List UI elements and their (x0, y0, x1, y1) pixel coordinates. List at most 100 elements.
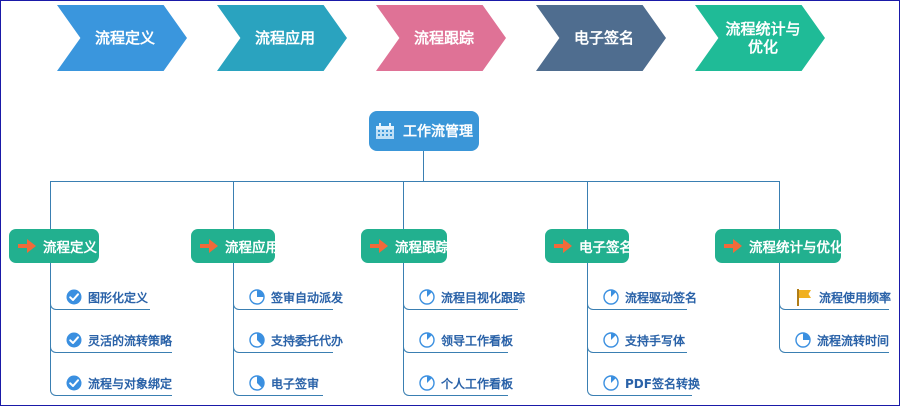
leaf-label: 流程使用频率 (819, 290, 892, 305)
progress-pie-icon (603, 332, 619, 348)
leaf-underline (409, 395, 508, 396)
branch-label: 流程跟踪 (395, 240, 449, 256)
process-step-label: 流程应用 (254, 29, 315, 47)
progress-pie-fill (257, 290, 264, 297)
check-circle-icon (66, 289, 82, 305)
progress-pie-fill (611, 376, 616, 383)
arrow-right-icon (370, 239, 388, 253)
leaf-underline (56, 352, 172, 353)
arrow-right-icon (724, 239, 742, 253)
leaf-label: 流程流转时间 (817, 333, 890, 348)
flag-icon (797, 289, 811, 306)
branch-node[interactable]: 流程定义 (9, 229, 99, 263)
progress-pie-fill (611, 290, 616, 297)
connector-line (403, 181, 404, 229)
progress-pie-fill (803, 333, 810, 340)
leaf-underline (239, 352, 333, 353)
arrow-right-icon (200, 239, 218, 253)
leaf-label: 支持委托代办 (271, 333, 344, 348)
progress-pie-fill (427, 333, 432, 340)
branch-label: 流程应用 (225, 240, 279, 256)
leaf-label: 图形化定义 (88, 290, 149, 305)
leaf-underline (785, 352, 889, 353)
progress-pie-icon (603, 375, 619, 391)
arrow-right-icon (554, 239, 572, 253)
leaf-label: 签审自动派发 (271, 290, 344, 305)
leaf-label: 领导工作看板 (441, 333, 514, 348)
leaf-item[interactable]: 电子签审 (249, 373, 319, 393)
leaf-item[interactable]: 图形化定义 (66, 287, 148, 307)
branch-node[interactable]: 电子签名 (545, 229, 633, 263)
leaf-item[interactable]: 领导工作看板 (419, 330, 513, 350)
branch-node[interactable]: 流程跟踪 (361, 229, 449, 263)
leaf-item[interactable]: 流程与对象绑定 (66, 373, 172, 393)
arrow-right-icon (18, 239, 36, 253)
leaf-underline (785, 309, 889, 310)
connector-line (779, 181, 780, 229)
check-circle-icon (66, 332, 82, 348)
root-label: 工作流管理 (403, 124, 473, 140)
leaf-underline (56, 309, 150, 310)
leaf-underline (239, 395, 323, 396)
leaf-item[interactable]: PDF签名转换 (603, 373, 700, 393)
leaf-item[interactable]: 个人工作看板 (419, 373, 513, 393)
progress-pie-fill (257, 376, 264, 388)
process-step-apply: 流程应用 (217, 5, 347, 71)
leaf-underline (409, 309, 518, 310)
leaf-label: PDF签名转换 (625, 376, 700, 391)
progress-pie-fill (427, 376, 432, 383)
connector-line (423, 151, 424, 181)
leaf-item[interactable]: 流程使用频率 (795, 287, 891, 307)
process-step-label: 流程跟踪 (413, 29, 474, 47)
process-step-label: 电子签名 (573, 29, 634, 47)
leaf-item[interactable]: 流程驱动签名 (603, 287, 697, 307)
connector-line (233, 181, 234, 229)
leaf-item[interactable]: 支持委托代办 (249, 330, 343, 350)
progress-pie-fill (611, 333, 616, 340)
connector-line (779, 263, 788, 353)
process-step-esign: 电子签名 (536, 5, 666, 71)
progress-pie-icon (249, 332, 265, 348)
leaf-item[interactable]: 灵活的流转策略 (66, 330, 172, 350)
connector-line (587, 263, 596, 396)
root-node[interactable]: 工作流管理 (369, 111, 479, 151)
leaf-label: 电子签审 (271, 376, 320, 391)
connector-line (587, 181, 588, 229)
leaf-underline (239, 309, 333, 310)
progress-pie-icon (419, 332, 435, 348)
check-circle-icon (66, 375, 82, 391)
process-step-label: 流程统计与优化 (725, 20, 801, 56)
leaf-underline (593, 309, 687, 310)
leaf-label: 灵活的流转策略 (88, 333, 173, 348)
branch-label: 流程统计与优化 (749, 240, 844, 256)
progress-pie-icon (419, 289, 435, 305)
progress-pie-fill (427, 290, 432, 297)
connector-line (50, 181, 51, 229)
branch-node[interactable]: 流程统计与优化 (715, 229, 844, 263)
leaf-item[interactable]: 支持手写体 (603, 330, 685, 350)
leaf-underline (593, 352, 687, 353)
calendar-icon (376, 123, 394, 139)
branch-node[interactable]: 流程应用 (191, 229, 279, 263)
branch-label: 流程定义 (43, 240, 97, 256)
leaf-label: 流程与对象绑定 (88, 376, 173, 391)
progress-pie-fill (257, 333, 264, 345)
process-step-track: 流程跟踪 (376, 5, 506, 71)
progress-pie-icon (249, 289, 265, 305)
progress-pie-icon (603, 289, 619, 305)
process-step-define: 流程定义 (57, 5, 187, 71)
connector-line (50, 181, 779, 182)
process-step-label: 流程定义 (94, 29, 155, 47)
leaf-label: 流程目视化跟踪 (441, 290, 526, 305)
branch-label: 电子签名 (579, 240, 633, 256)
connector-line (403, 263, 412, 396)
connector-line (50, 263, 59, 396)
leaf-underline (593, 395, 692, 396)
leaf-label: 支持手写体 (625, 333, 686, 348)
leaf-item[interactable]: 流程目视化跟踪 (419, 287, 525, 307)
leaf-label: 个人工作看板 (441, 376, 514, 391)
connector-line (233, 263, 242, 396)
leaf-item[interactable]: 流程流转时间 (795, 330, 889, 350)
leaf-item[interactable]: 签审自动派发 (249, 287, 343, 307)
